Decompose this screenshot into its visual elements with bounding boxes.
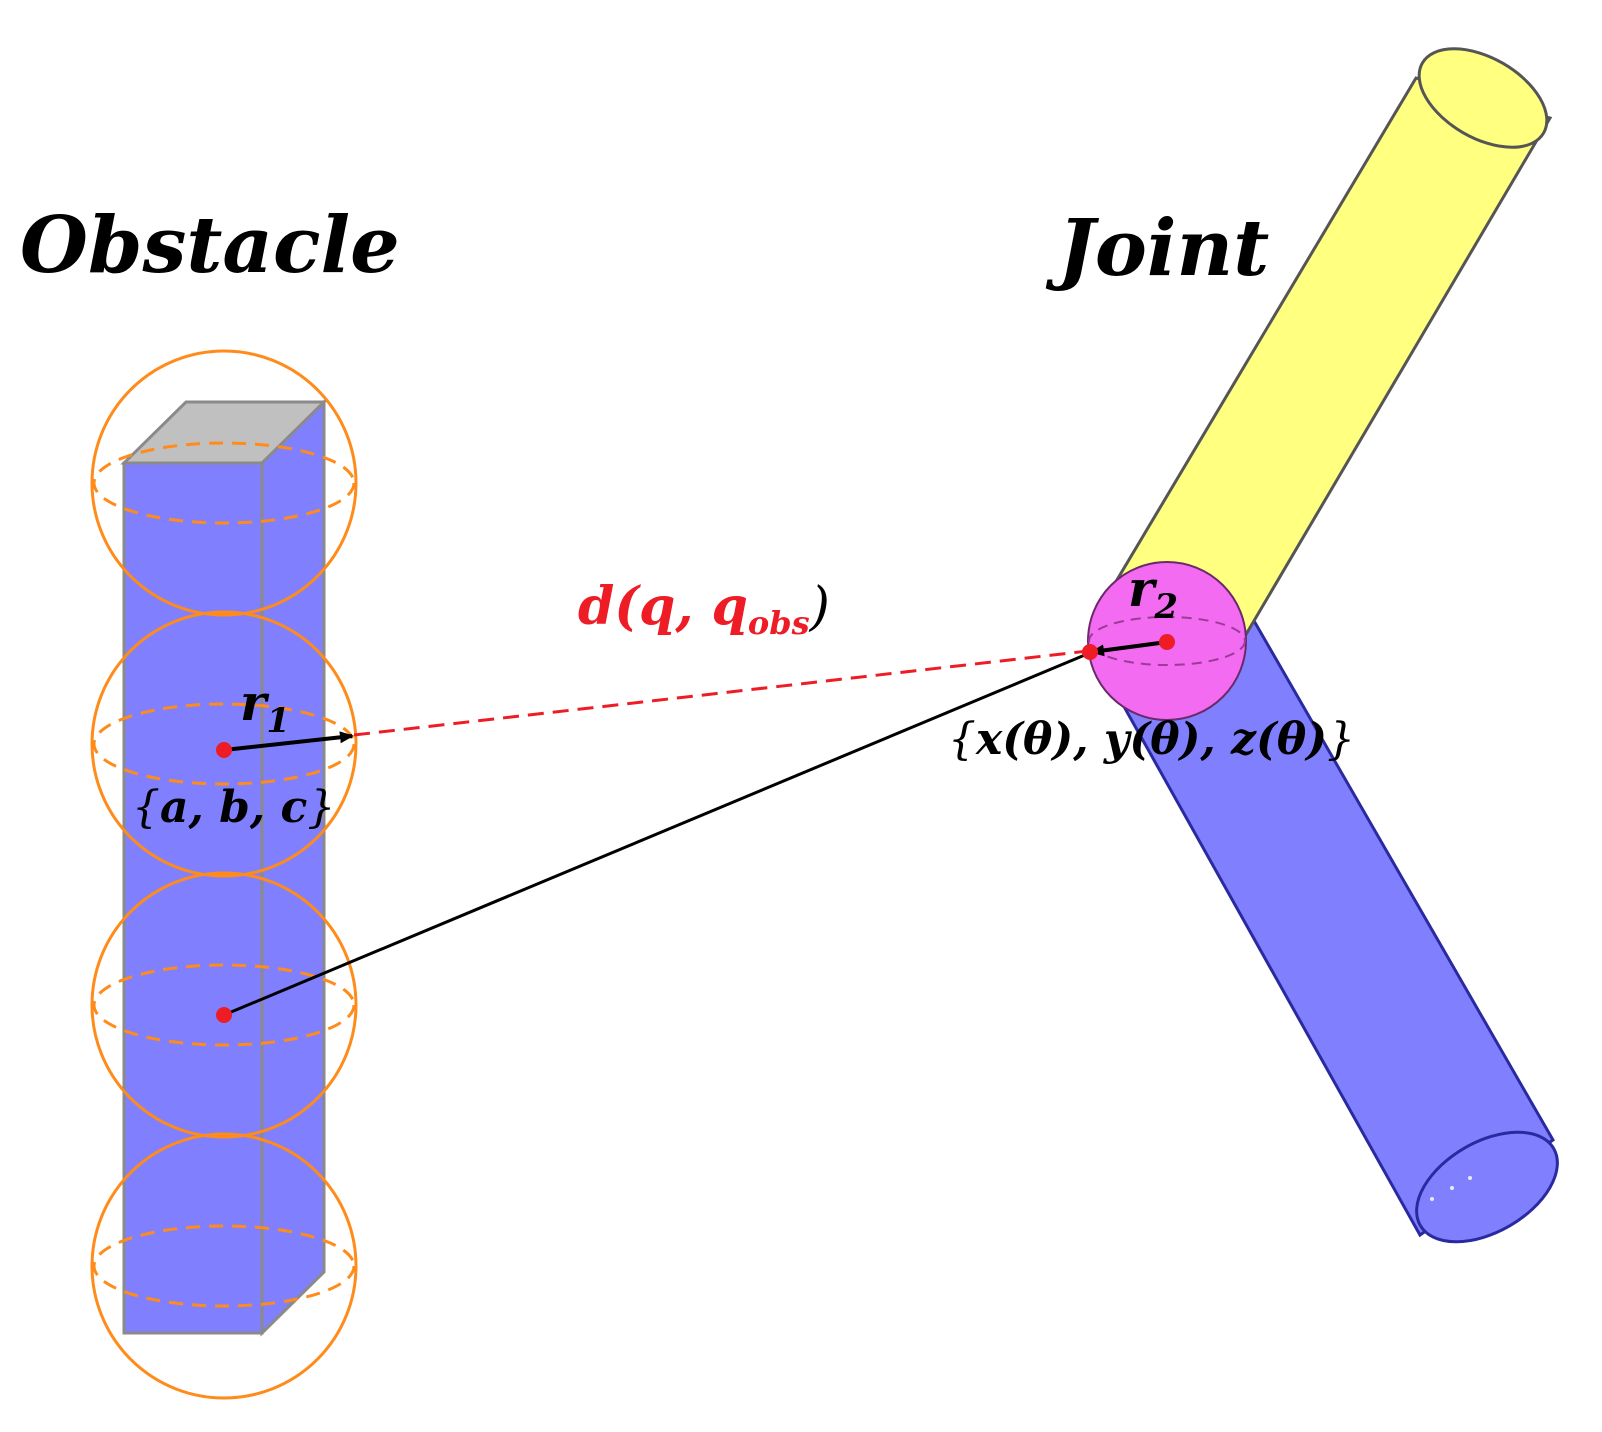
joint-center-point [1159,634,1175,650]
obstacle-bounding-spheres [90,349,358,1400]
r1-radius-arrow [223,731,354,752]
distance-label-sub: obs [748,604,810,642]
joint-center-open: { [948,714,976,765]
robot-link-upper [1102,47,1553,650]
bounding-sphere-1 [90,349,358,617]
obstacle-center-label: {a, b, c} [132,782,335,833]
obstacle-center-close: } [307,782,335,833]
obstacle-center-body: a, b, c [160,782,308,833]
r2-radius-arrow [1090,640,1168,657]
distance-line [353,649,1089,737]
r2-label-base: r [1128,559,1158,618]
obstacle-label: Obstacle [20,200,400,291]
bounding-sphere-4 [90,1132,358,1400]
obstacle-box [120,398,328,1337]
r1-label-base: r [240,673,270,732]
joint-surface-point [1082,644,1098,660]
joint-center-close: } [1327,714,1355,765]
distance-label-main: d(q, q [578,576,748,637]
obstacle-center-point-3 [216,1007,232,1023]
r1-label-sub: 1 [266,701,290,741]
joint-center-label: {x(θ), y(θ), z(θ)} [948,714,1355,765]
r2-label-sub: 2 [1153,587,1178,627]
joint-center-body: x(θ), y(θ), z(θ) [975,714,1327,765]
connection-line [223,650,1093,1017]
joint-label: Joint [1045,203,1269,294]
obstacle-center-point-2 [216,742,232,758]
obstacle-center-open: { [132,782,160,833]
distance-label-close: ) [809,577,830,637]
bounding-sphere-2 [90,610,358,878]
distance-label: d(q, qobs) [578,576,830,642]
obstacle-top-face [120,400,328,465]
r2-label: r2 [1128,559,1178,627]
r1-label: r1 [240,673,290,741]
bounding-sphere-3 [90,871,358,1139]
